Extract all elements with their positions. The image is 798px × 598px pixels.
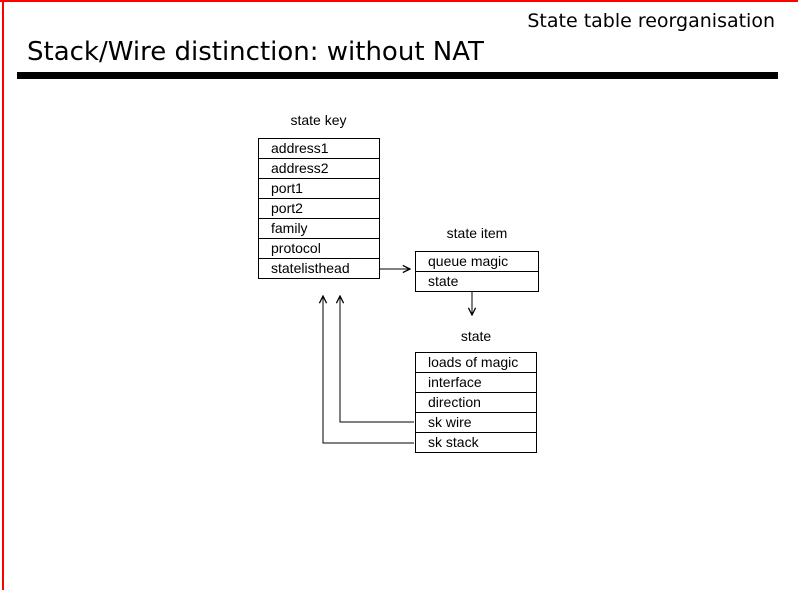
table-row-direction: direction [416,393,536,413]
table-row-port2: port2 [259,199,379,219]
table-row-state: state [428,273,459,289]
connector-sk-wire-to-statelisthead [340,296,414,423]
slide-header-text: State table reorganisation [527,10,775,32]
table-state: loads of magic interface direction sk wi… [415,352,537,453]
title-rule [17,72,778,79]
slide-top-border [0,0,798,2]
table-state-item: queue magic state [415,251,539,292]
table-row-protocol: protocol [259,239,379,259]
page-title: Stack/Wire distinction: without NAT [27,37,484,67]
table-row-port1: port1 [259,179,379,199]
table-row-loads-of-magic: loads of magic [416,353,536,373]
table-row-queue-magic: queue magic [416,252,538,272]
table-row-sk-wire: sk wire [416,413,536,433]
connector-sk-stack-to-statelisthead [323,296,414,444]
table-state-key: address1 address2 port1 port2 family pro… [258,138,380,279]
table-row-interface: interface [416,373,536,393]
table-row-address2: address2 [259,159,379,179]
slide-left-border [2,0,4,590]
table-label-state-item: state item [446,225,508,241]
table-label-state: state [460,328,492,344]
table-row-statelisthead: statelisthead [271,260,350,276]
table-row-family: family [259,219,379,239]
table-row-address1: address1 [259,139,379,159]
table-label-state-key: state key [290,112,347,128]
table-row-sk-stack: sk stack [428,434,479,450]
